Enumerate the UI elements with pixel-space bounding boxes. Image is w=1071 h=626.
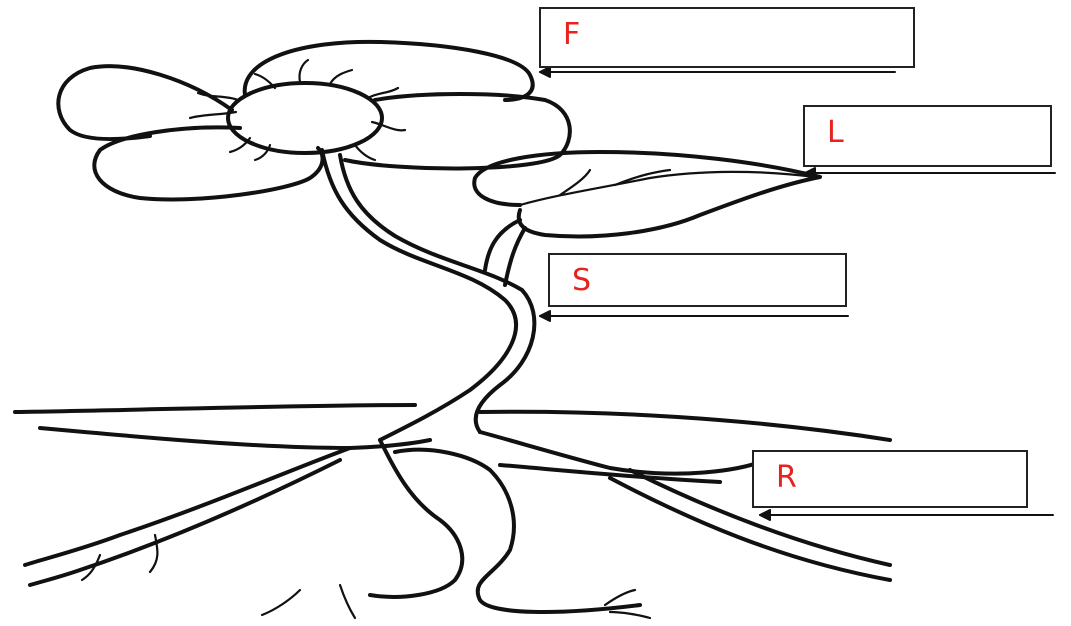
flower (56, 39, 572, 202)
petal-left (56, 64, 234, 142)
stem (320, 148, 537, 442)
label-stem: S (572, 263, 593, 298)
label-box-root[interactable]: R (752, 450, 1028, 508)
pointer-lines (539, 66, 1056, 521)
flower-center (226, 81, 384, 155)
label-box-leaf[interactable]: L (803, 105, 1052, 167)
pointer-arrow-stem (539, 310, 551, 322)
petal-top-right (242, 39, 535, 102)
pointer-arrow-leaf (804, 167, 816, 179)
label-root: R (776, 460, 798, 495)
label-box-flower[interactable]: F (539, 7, 915, 68)
label-flower: F (563, 17, 582, 52)
petal-bottom-left (92, 125, 325, 202)
label-box-stem[interactable]: S (548, 253, 847, 307)
petal-right (343, 92, 572, 171)
pointer-arrow-root (759, 509, 771, 521)
pointer-arrow-flower (539, 66, 551, 78)
flower-stamens (188, 58, 407, 162)
ground (13, 403, 892, 442)
roots (23, 426, 892, 620)
label-leaf: L (827, 115, 845, 150)
